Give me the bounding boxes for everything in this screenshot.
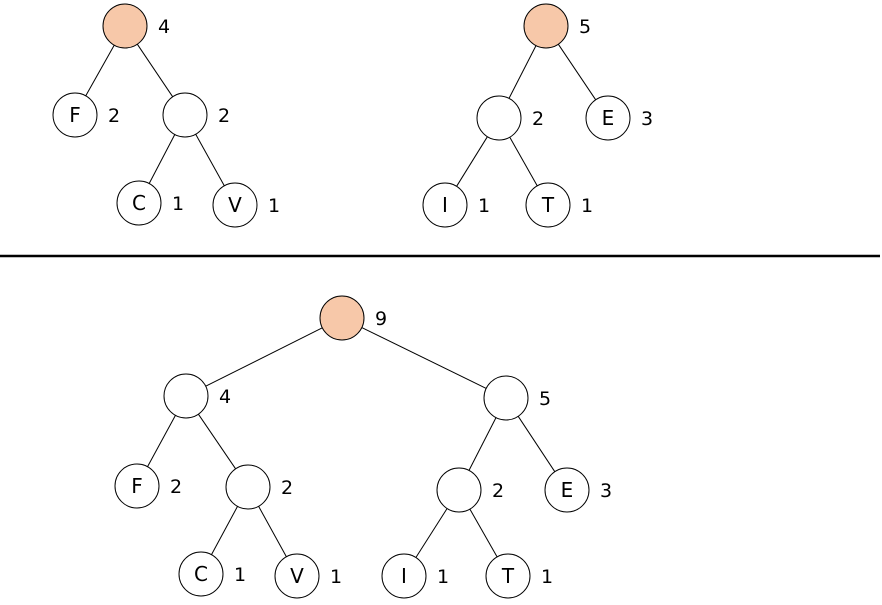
node-letter: E [602, 106, 615, 130]
tree-internal-node: 2 [476, 95, 544, 141]
node-circle [102, 3, 148, 49]
node-weight: 2 [218, 105, 230, 127]
node-weight: 1 [478, 195, 490, 217]
tree-root-node: 4 [102, 3, 170, 49]
node-letter: F [131, 474, 143, 498]
tree-internal-node: 2 [162, 92, 230, 138]
node-weight: 2 [281, 477, 293, 499]
tree-edge [147, 415, 176, 467]
node-letter: T [501, 564, 515, 588]
node-weight: 1 [437, 566, 449, 588]
node-weight: 1 [172, 193, 184, 215]
node-circle [585, 95, 631, 141]
edges-layer [85, 43, 597, 558]
tree-edge [517, 416, 556, 472]
node-circle [544, 467, 590, 513]
node-circle [485, 553, 531, 599]
node-weight: 2 [170, 476, 182, 498]
tree-edge [85, 44, 115, 97]
node-weight: 3 [600, 480, 612, 502]
node-circle [422, 182, 468, 228]
node-letter: C [194, 562, 208, 586]
node-circle [525, 182, 571, 228]
node-weight: 1 [541, 566, 553, 588]
node-letter: V [228, 193, 242, 217]
node-letter: T [541, 193, 555, 217]
tree-root-node: 9 [319, 295, 387, 341]
node-circle [162, 92, 208, 138]
node-circle [114, 463, 160, 509]
node-weight: 2 [532, 108, 544, 130]
node-circle [163, 373, 209, 419]
tree-edge [508, 45, 537, 99]
tree-internal-node: 5 [483, 375, 551, 421]
tree-internal-node: 2 [225, 464, 293, 510]
node-letter: V [290, 564, 304, 588]
tree-edge [197, 413, 237, 470]
tree-edge [456, 136, 488, 187]
tree-root-node: 5 [523, 3, 591, 49]
node-weight: 1 [581, 195, 593, 217]
node-letter: F [69, 103, 81, 127]
tree-edge [469, 508, 498, 558]
node-circle [523, 3, 569, 49]
node-circle [476, 95, 522, 141]
node-weight: 4 [158, 16, 170, 38]
node-circle [225, 464, 271, 510]
node-circle [381, 553, 427, 599]
node-weight: 2 [108, 105, 120, 127]
node-weight: 3 [641, 108, 653, 130]
tree-edge [205, 327, 323, 387]
tree-edge [509, 136, 538, 187]
tree-edge [258, 506, 287, 557]
node-circle [212, 182, 258, 228]
node-letter: C [132, 191, 146, 215]
node-circle [178, 551, 224, 597]
node-weight: 1 [268, 195, 280, 217]
node-circle [436, 467, 482, 513]
tree-edge [148, 134, 176, 184]
tree-internal-node: 2 [436, 467, 504, 513]
node-weight: 2 [492, 480, 504, 502]
tree-edge [415, 508, 448, 558]
tree-edge [195, 133, 225, 187]
node-weight: 9 [375, 308, 387, 330]
tree-edge [557, 43, 597, 101]
node-letter: I [442, 193, 448, 217]
node-weight: 5 [579, 16, 591, 38]
node-weight: 4 [219, 386, 231, 408]
node-circle [274, 553, 320, 599]
node-circle [116, 180, 162, 226]
tree-edge [468, 417, 497, 471]
node-letter: E [561, 478, 574, 502]
node-circle [52, 92, 98, 138]
tree-internal-node: 4 [163, 373, 231, 419]
tree-edge [136, 43, 174, 98]
node-weight: 5 [539, 388, 551, 410]
node-circle [483, 375, 529, 421]
node-weight: 1 [234, 564, 246, 586]
node-circle [319, 295, 365, 341]
node-letter: I [401, 564, 407, 588]
tree-edge [211, 506, 238, 555]
tree-edge [361, 327, 487, 389]
node-weight: 1 [330, 566, 342, 588]
